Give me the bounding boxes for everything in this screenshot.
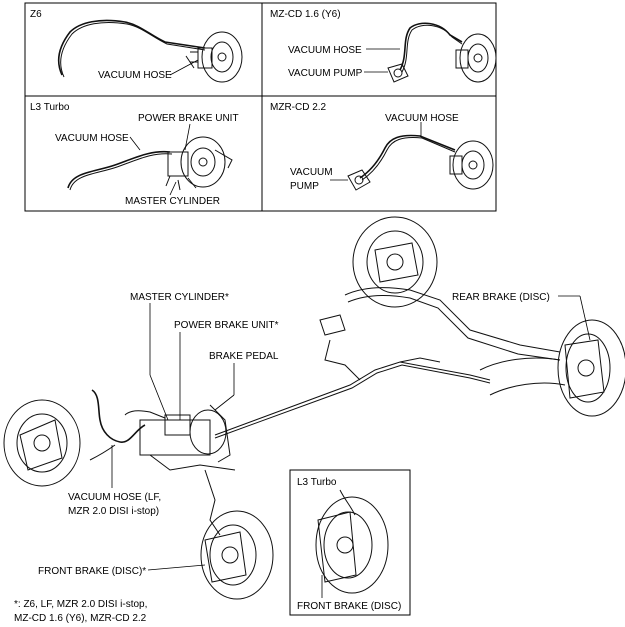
front-brake-label: FRONT BRAKE (DISC)* [38, 566, 146, 577]
top-panel-grid [24, 2, 497, 212]
panel-l3turbo-label-2: MASTER CYLINDER [125, 196, 220, 207]
panel-l3turbo-label-1: POWER BRAKE UNIT [138, 113, 239, 124]
rear-suspension [319, 287, 566, 396]
front-vacuum-hose [89, 389, 166, 461]
inset-l3turbo-title: L3 Turbo [297, 477, 337, 488]
panel-mzrcd22-title: MZR-CD 2.2 [270, 102, 327, 113]
rear-brake-label: REAR BRAKE (DISC) [452, 292, 550, 303]
panel-l3turbo-label-0: VACUUM HOSE [55, 133, 129, 144]
rear-left-wheel [352, 216, 438, 308]
footnote-line2: MZ-CD 1.6 (Y6), MZR-CD 2.2 [14, 613, 147, 624]
panel-mzrcd22-label-1: VACUUM [290, 167, 333, 178]
panel-l3turbo: L3 Turbo VACUUM HOSE POWER BRAKE UNIT MA… [30, 102, 239, 207]
power-brake-unit-label: POWER BRAKE UNIT* [174, 320, 279, 331]
vacuum-hose-label-line1: VACUUM HOSE (LF, [68, 492, 161, 503]
panel-l3turbo-title: L3 Turbo [30, 102, 70, 113]
panel-mzcd16-label-1: VACUUM PUMP [288, 68, 363, 79]
panel-z6-title: Z6 [30, 9, 42, 20]
front-right-wheel [200, 510, 274, 600]
panel-mzrcd22-label-2: PUMP [290, 181, 319, 192]
panel-z6: Z6 VACUUM HOSE [30, 9, 243, 83]
brake-pedal-label: BRAKE PEDAL [209, 351, 279, 362]
brake-unit-assembly [139, 404, 236, 536]
panel-z6-label-0: VACUUM HOSE [98, 70, 172, 81]
brake-lines [214, 339, 491, 439]
panel-mzrcd22-label-0: VACUUM HOSE [385, 113, 459, 124]
panel-mzrcd22: MZR-CD 2.2 VACUUM HOSE VACUUM PUMP [270, 102, 494, 192]
front-left-wheel [3, 399, 81, 487]
main-leader-lines [111, 295, 591, 571]
inset-front-brake-label: FRONT BRAKE (DISC) [297, 601, 401, 612]
panel-mzcd16: MZ-CD 1.6 (Y6) VACUUM HOSE VACUUM PUMP [270, 9, 497, 83]
inset-l3turbo: L3 Turbo FRONT BRAKE (DISC) [289, 469, 411, 616]
rear-right-wheel [557, 319, 625, 417]
panel-mzcd16-title: MZ-CD 1.6 (Y6) [270, 9, 341, 20]
vacuum-hose-label-line2: MZR 2.0 DISI i-stop) [68, 506, 159, 517]
master-cylinder-label: MASTER CYLINDER* [130, 292, 229, 303]
panel-mzcd16-label-0: VACUUM HOSE [288, 45, 362, 56]
footnote-line1: *: Z6, LF, MZR 2.0 DISI i-stop, [14, 599, 147, 610]
